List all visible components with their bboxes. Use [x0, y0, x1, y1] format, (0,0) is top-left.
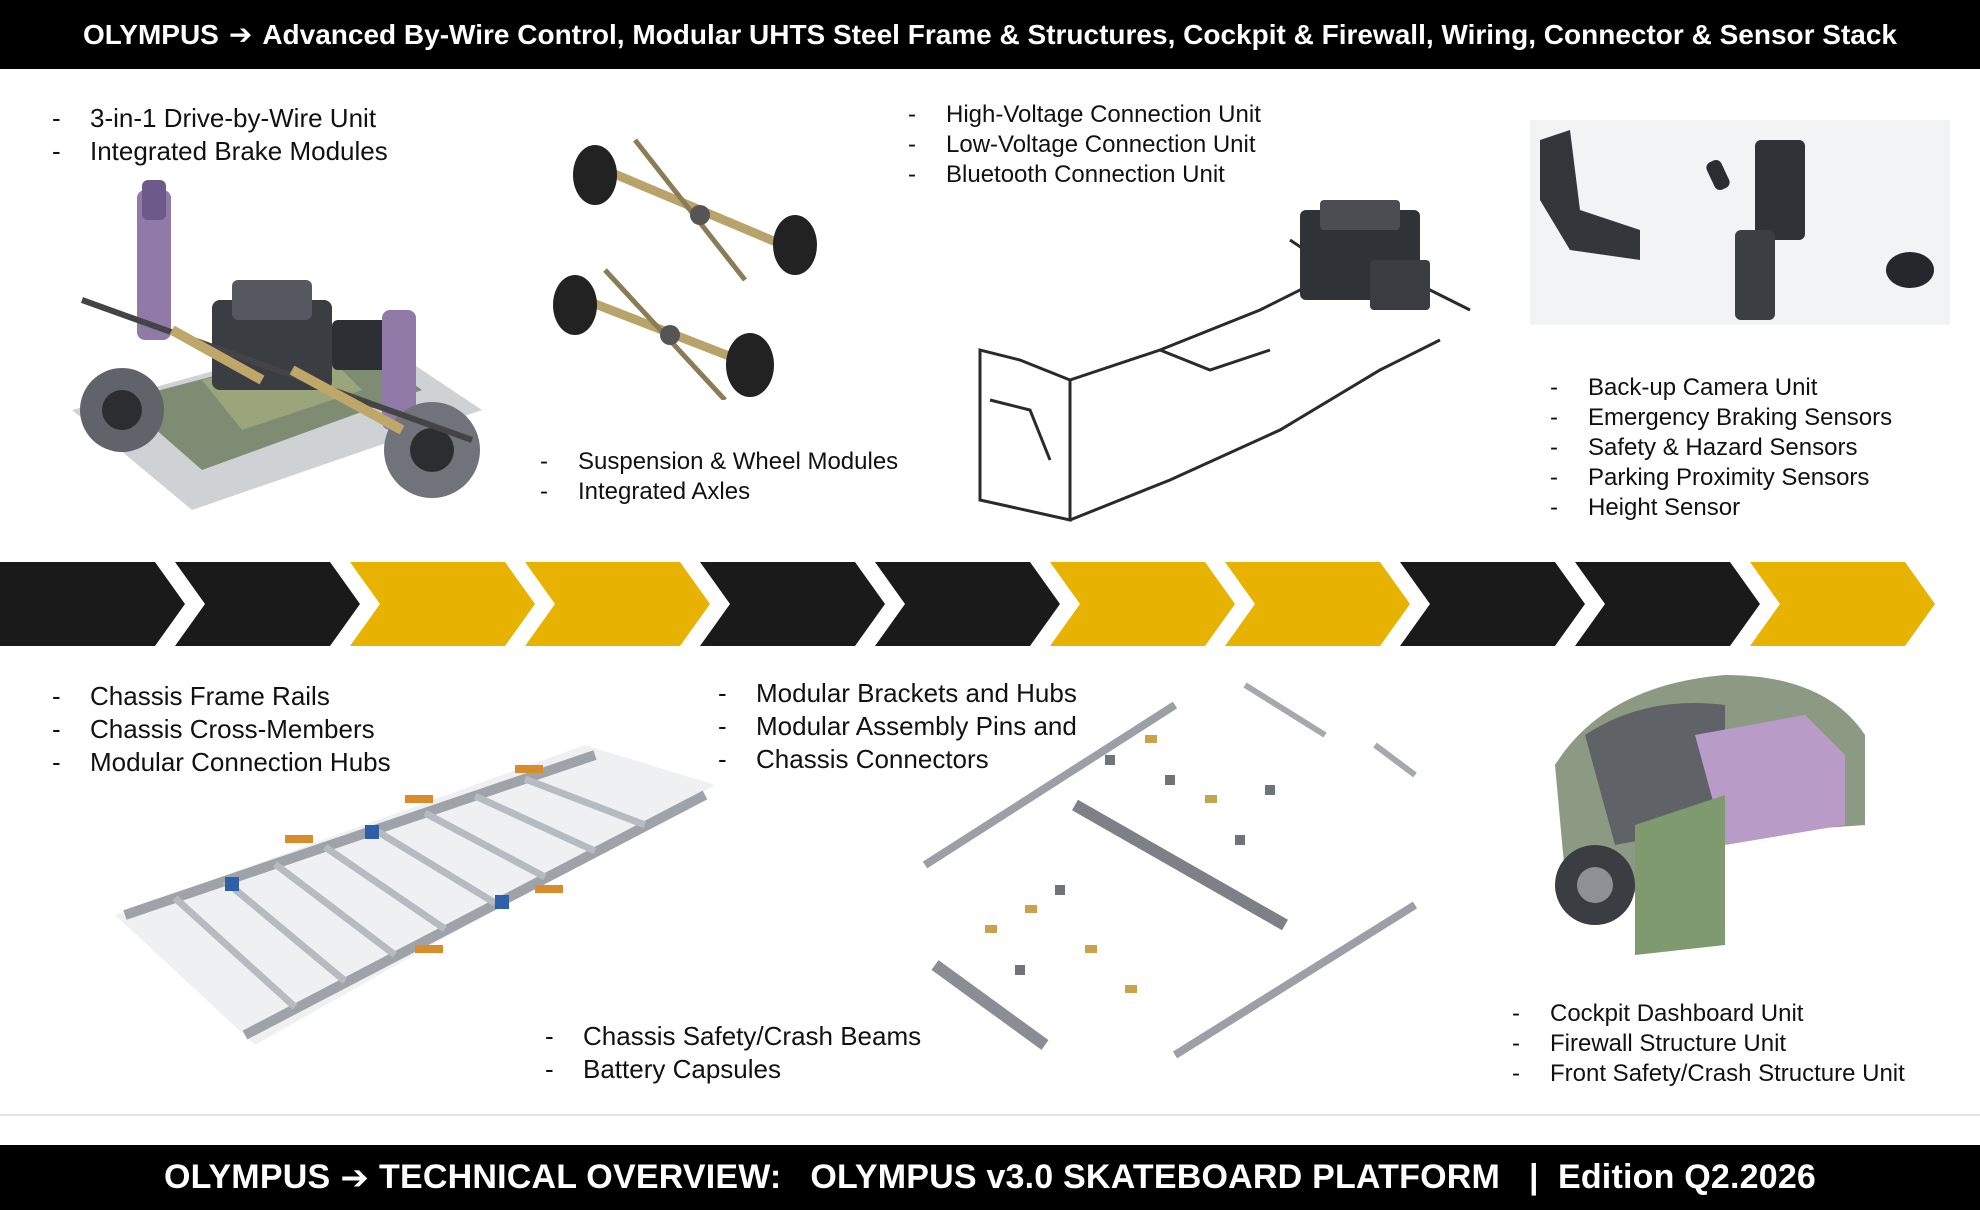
chevron-arrow	[1575, 562, 1760, 646]
footer-divider	[0, 1114, 1980, 1116]
list-item: -Chassis Frame Rails	[52, 681, 330, 711]
list-item: -3-in-1 Drive-by-Wire Unit	[52, 103, 377, 133]
list-item: -Back-up Camera Unit	[1550, 374, 1818, 401]
list-item: -Suspension & Wheel Modules	[540, 448, 899, 475]
chevron-arrow	[1750, 562, 1935, 646]
suspension-list: -Suspension & Wheel Modules -Integrated …	[540, 447, 898, 507]
cockpit-list: -Cockpit Dashboard Unit -Firewall Struct…	[1512, 999, 1905, 1089]
header-bar: OLYMPUS ➔ Advanced By-Wire Control, Modu…	[0, 0, 1980, 69]
list-item: -Safety & Hazard Sensors	[1550, 434, 1858, 461]
chevron-arrow	[700, 562, 885, 646]
list-item: -Integrated Brake Modules	[52, 136, 388, 166]
chevron-arrow	[1050, 562, 1235, 646]
footer-text: TECHNICAL OVERVIEW: OLYMPUS v3.0 SKATEBO…	[379, 1158, 1817, 1196]
arrow-right-icon: ➔	[340, 1158, 370, 1197]
header-title: Advanced By-Wire Control, Modular UHTS S…	[262, 18, 1898, 50]
list-item: -Battery Capsules	[545, 1054, 781, 1084]
list-item: -Modular Connection Hubs	[52, 747, 391, 777]
list-item: -Modular Brackets and Hubs	[718, 678, 1077, 708]
list-item: -Low-Voltage Connection Unit	[908, 131, 1256, 158]
suspension-axles-image	[553, 138, 817, 400]
header-brand: OLYMPUS	[82, 18, 219, 50]
list-item: -Chassis Safety/Crash Beams	[545, 1021, 922, 1051]
list-item: -Front Safety/Crash Structure Unit	[1512, 1060, 1905, 1087]
connection-list: -High-Voltage Connection Unit -Low-Volta…	[908, 100, 1261, 190]
list-item: -Integrated Axles	[540, 478, 751, 505]
list-item: -Chassis Cross-Members	[52, 714, 375, 744]
brackets-connectors-image	[922, 682, 1418, 1059]
chassis-frame-image	[115, 745, 715, 1045]
chevron-arrow	[1225, 562, 1410, 646]
chevron-arrow	[350, 562, 535, 646]
sensors-list: -Back-up Camera Unit -Emergency Braking …	[1550, 373, 1892, 523]
list-item: -Height Sensor	[1550, 494, 1741, 521]
list-item: -Parking Proximity Sensors	[1550, 464, 1870, 491]
cockpit-firewall-image	[1555, 675, 1865, 955]
list-item: -High-Voltage Connection Unit	[908, 101, 1261, 128]
chevron-arrow	[175, 562, 360, 646]
drive-by-wire-unit-image	[72, 180, 482, 510]
arrow-right-icon: ➔	[228, 19, 253, 50]
wiring-harness-image	[978, 200, 1471, 522]
chevron-arrow	[525, 562, 710, 646]
chevron-arrow	[1400, 562, 1585, 646]
list-item: -Firewall Structure Unit	[1512, 1030, 1787, 1057]
chevron-timeline	[0, 562, 1935, 646]
chassis-list: -Chassis Frame Rails -Chassis Cross-Memb…	[52, 680, 391, 779]
list-item: -Emergency Braking Sensors	[1550, 404, 1893, 431]
chevron-arrow	[875, 562, 1060, 646]
footer-brand: OLYMPUS	[163, 1158, 331, 1196]
list-item: -Modular Assembly Pins and	[718, 711, 1077, 741]
list-item: -Chassis Connectors	[718, 744, 989, 774]
drive-by-wire-list: -3-in-1 Drive-by-Wire Unit -Integrated B…	[52, 102, 388, 168]
crash-beams-list: -Chassis Safety/Crash Beams -Battery Cap…	[545, 1020, 921, 1086]
chevron-arrow	[0, 562, 185, 646]
footer-bar: OLYMPUS ➔ TECHNICAL OVERVIEW: OLYMPUS v3…	[0, 1145, 1980, 1210]
list-item: -Cockpit Dashboard Unit	[1512, 1000, 1804, 1027]
sensor-units-image	[1530, 120, 1950, 325]
list-item: -Bluetooth Connection Unit	[908, 161, 1225, 188]
brackets-list: -Modular Brackets and Hubs -Modular Asse…	[718, 677, 1077, 776]
